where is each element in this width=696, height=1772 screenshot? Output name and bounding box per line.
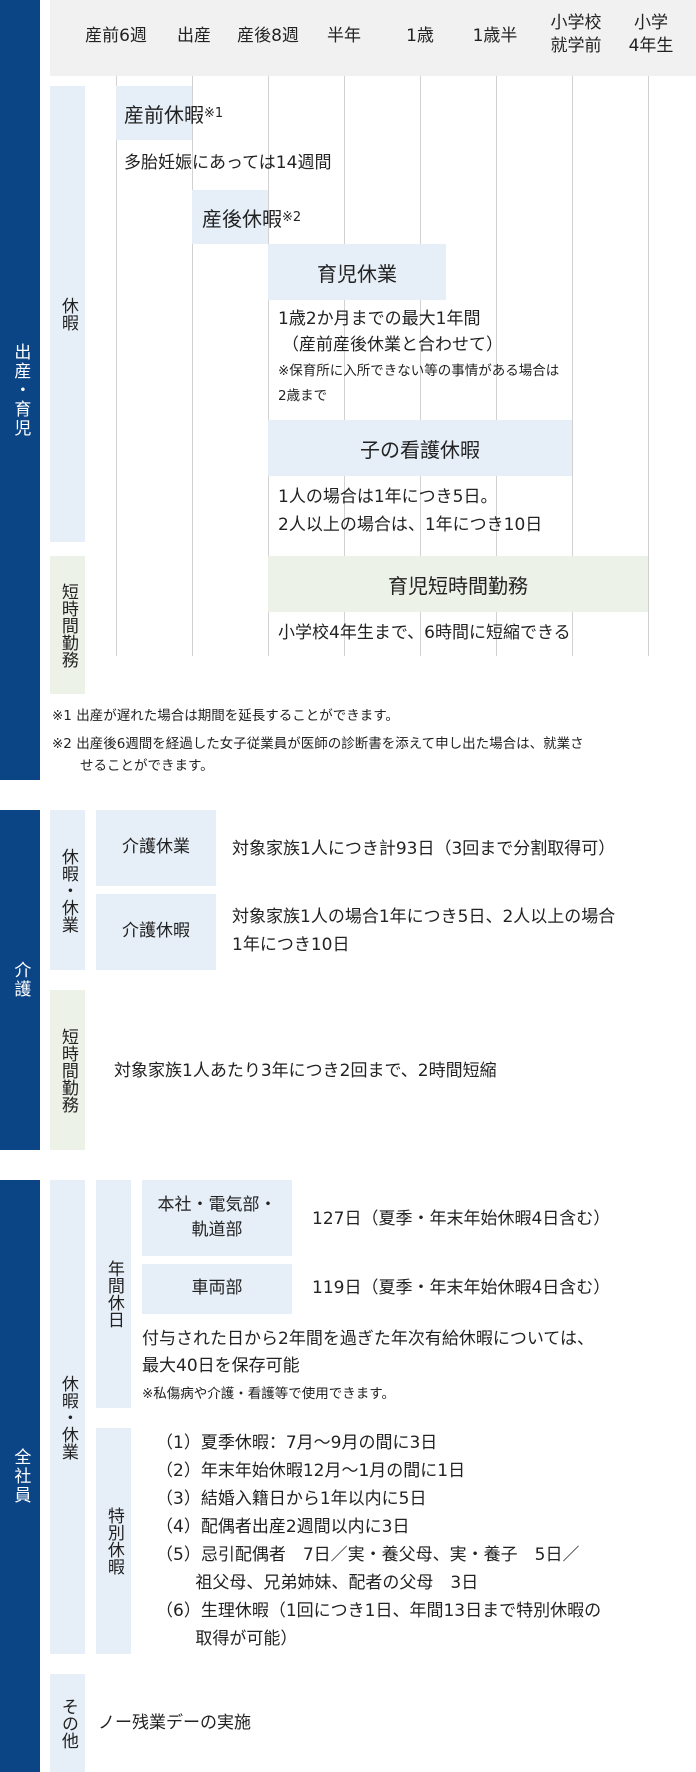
special-item: （4）配偶者出産2週間以内に3日 — [156, 1517, 410, 1537]
hq-label: 本社・電気部・ 軌道部 — [142, 1180, 292, 1256]
special-item: （6）生理休暇（1回につき1日、年間13日まで特別休暇の — [156, 1601, 602, 1621]
footnote-2a: ※2 出産後6週間を経過した女子従業員が医師の診断書を添えて申し出た場合は、就業… — [52, 736, 584, 752]
tick-school: 小学校 就学前 — [550, 13, 602, 56]
special-item: 取得が可能） — [156, 1629, 298, 1649]
childcare-leave-desc1: 1歳2か月までの最大1年間 — [278, 309, 481, 329]
grid-line — [116, 76, 117, 656]
group-all-leave-label: 休暇・休業 — [57, 1374, 78, 1460]
grid-line — [648, 76, 649, 656]
tick-1-year: 1歳 — [406, 26, 434, 46]
category-all: 全社員 — [0, 1180, 40, 1772]
tick-postnatal-8w: 産後8週 — [237, 26, 299, 46]
annual-holidays-label: 年間休日 — [103, 1260, 124, 1328]
group-all-other-label: その他 — [57, 1697, 78, 1749]
group-care-short: 短時間勤務 — [50, 990, 85, 1150]
childcare-short-work-desc: 小学校4年生まで、6時間に短縮できる — [278, 623, 571, 643]
tick-prenatal-6w: 産前6週 — [85, 26, 147, 46]
footnote-1: ※1 出産が遅れた場合は期間を延長することができます。 — [52, 708, 399, 724]
bar-childcare-short-work: 育児短時間勤務 — [268, 556, 648, 612]
care-kyuka-label: 介護休暇 — [96, 894, 216, 970]
special-item: （1）夏季休暇：7月～9月の間に3日 — [156, 1433, 438, 1453]
hq-label-line2: 軌道部 — [191, 1220, 243, 1240]
bar-childcare-leave: 育児休業 — [268, 244, 446, 300]
grid-line — [192, 76, 193, 656]
care-short-desc: 対象家族1人あたり3年につき2回まで、2時間短縮 — [114, 1061, 497, 1081]
category-childcare: 出産・育児 — [0, 0, 40, 780]
special-leave-label-box: 特別休暇 — [96, 1428, 131, 1654]
prenatal-leave-label: 産前休暇 — [124, 102, 204, 127]
child-nursing-desc1: 1人の場合は1年につき5日。 — [278, 487, 498, 507]
hq-label-line1: 本社・電気部・ — [157, 1194, 277, 1215]
timeline-header — [50, 0, 696, 76]
group-all-leave: 休暇・休業 — [50, 1180, 85, 1654]
bar-prenatal-leave: 産前休暇※1 — [116, 86, 223, 140]
care-kyuka-desc1: 対象家族1人の場合1年につき5日、2人以上の場合 — [232, 907, 616, 927]
childcare-leave-note1: ※保育所に入所できない等の事情がある場合は — [278, 363, 560, 379]
group-care-leave-label: 休暇・休業 — [57, 847, 78, 933]
hq-desc: 127日（夏季・年末年始休暇4日含む） — [312, 1209, 611, 1229]
special-item: 祖父母、兄弟姉妹、配者の父母 3日 — [156, 1573, 479, 1593]
tick-grade4: 小学 4年生 — [628, 13, 674, 56]
category-childcare-label: 出産・育児 — [10, 342, 31, 438]
paid-leave-note: ※私傷病や介護・看護等で使用できます。 — [142, 1386, 395, 1402]
tick-birth: 出産 — [177, 26, 211, 46]
vehicle-label: 車両部 — [142, 1264, 292, 1314]
special-item: （3）結婚入籍日から1年以内に5日 — [156, 1489, 427, 1509]
postnatal-leave-mark: ※2 — [282, 209, 302, 225]
group-childcare-leave-label: 休暇 — [57, 297, 78, 331]
annual-holidays-label-box: 年間休日 — [96, 1180, 131, 1408]
child-nursing-desc2: 2人以上の場合は、1年につき10日 — [278, 515, 543, 535]
group-childcare-leave: 休暇 — [50, 86, 85, 542]
childcare-leave-desc2: （産前産後休業と合わせて） — [282, 335, 503, 355]
care-kyuka-desc2: 1年につき10日 — [232, 935, 350, 955]
tick-1-5-year: 1歳半 — [472, 26, 518, 46]
special-item: （5）忌引配偶者 7日／実・養父母、実・養子 5日／ — [156, 1545, 580, 1565]
tick-half-year: 半年 — [327, 26, 361, 46]
category-all-label: 全社員 — [10, 1447, 31, 1505]
group-childcare-short-label: 短時間勤務 — [57, 582, 78, 668]
group-care-leave: 休暇・休業 — [50, 810, 85, 970]
special-leave-label: 特別休暇 — [103, 1507, 124, 1575]
group-all-other: その他 — [50, 1674, 85, 1772]
paid-leave-desc1: 付与された日から2年間を過ぎた年次有給休暇については、 — [142, 1329, 594, 1349]
prenatal-leave-mark: ※1 — [204, 105, 224, 121]
other-desc: ノー残業デーの実施 — [98, 1713, 251, 1733]
childcare-leave-label: 育児休業 — [317, 261, 397, 286]
group-childcare-short: 短時間勤務 — [50, 556, 85, 694]
grid-line — [572, 76, 573, 656]
paid-leave-desc2: 最大40日を保存可能 — [142, 1356, 300, 1376]
grid-line — [344, 76, 345, 656]
bar-child-nursing-leave: 子の看護休暇 — [268, 420, 572, 476]
care-kyugyo-label: 介護休業 — [96, 810, 216, 886]
grid-line — [420, 76, 421, 656]
child-nursing-leave-label: 子の看護休暇 — [360, 437, 480, 462]
category-care: 介護 — [0, 810, 40, 1150]
footnote-2b: せることができます。 — [80, 758, 214, 774]
bar-postnatal-leave: 産後休暇※2 — [192, 190, 301, 244]
category-care-label: 介護 — [10, 961, 31, 999]
grid-line — [496, 76, 497, 656]
group-care-short-label: 短時間勤務 — [57, 1027, 78, 1113]
grid-line — [268, 76, 269, 656]
care-kyugyo-desc: 対象家族1人につき計93日（3回まで分割取得可） — [232, 839, 616, 859]
postnatal-leave-label: 産後休暇 — [202, 206, 282, 231]
prenatal-note: 多胎妊娠にあっては14週間 — [124, 153, 332, 173]
childcare-leave-note2: 2歳まで — [278, 388, 328, 404]
special-item: （2）年末年始休暇12月～1月の間に1日 — [156, 1461, 466, 1481]
childcare-short-work-label: 育児短時間勤務 — [388, 573, 528, 598]
vehicle-desc: 119日（夏季・年末年始休暇4日含む） — [312, 1278, 611, 1298]
